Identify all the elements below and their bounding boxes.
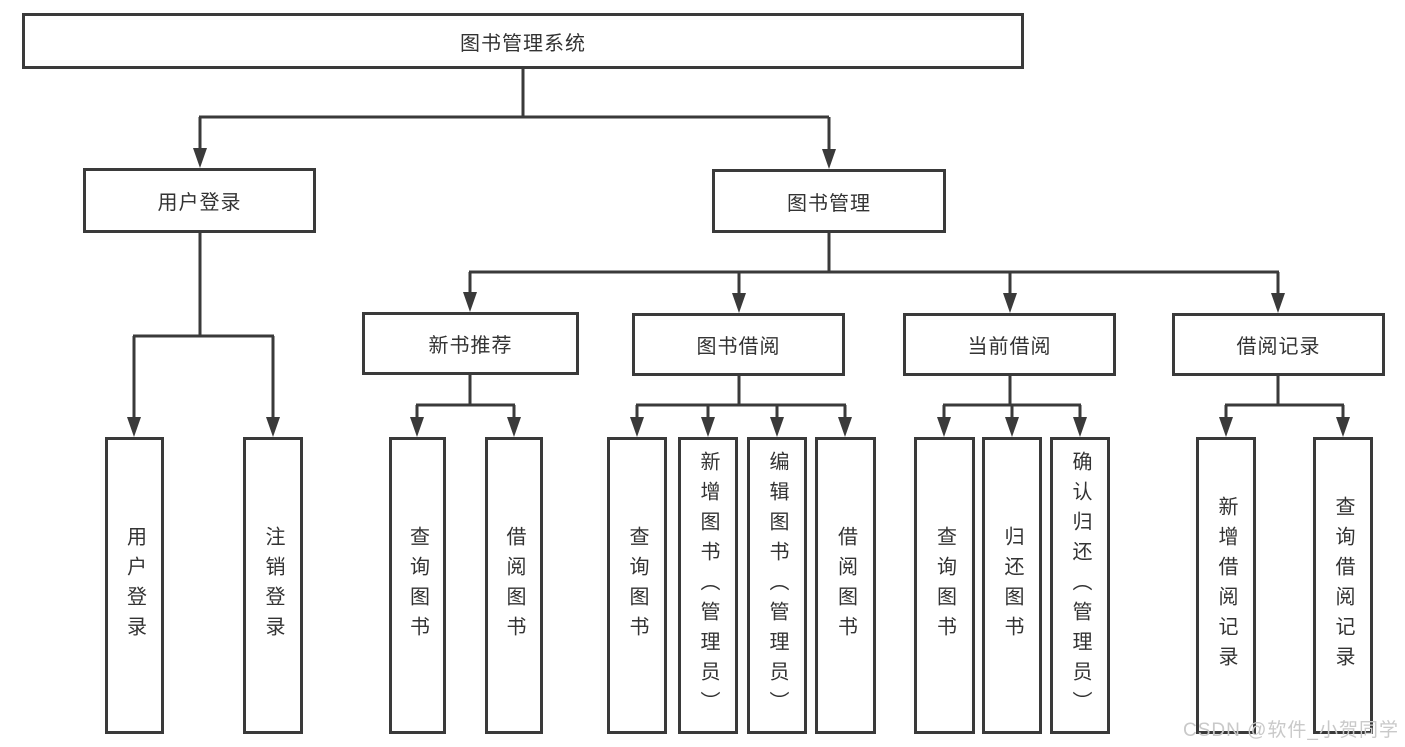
leaf-recommend-borrow-book-label: 借阅图书	[503, 525, 525, 646]
leaf-borrow-edit-book-admin-label: 编辑图书（管理员）	[766, 450, 788, 721]
node-root-label: 图书管理系统	[460, 32, 586, 55]
node-current-borrow: 当前借阅	[903, 313, 1116, 376]
leaf-borrow-query-book: 查询图书	[607, 437, 667, 734]
leaf-borrow-query-book-label: 查询图书	[626, 525, 648, 646]
node-book-management: 图书管理	[712, 169, 946, 233]
leaf-borrow-borrow-book: 借阅图书	[815, 437, 876, 734]
node-root: 图书管理系统	[22, 13, 1024, 69]
leaf-logout-login: 注销登录	[243, 437, 303, 734]
leaf-current-query-book: 查询图书	[914, 437, 975, 734]
leaf-record-add-borrow-record-label: 新增借阅记录	[1215, 495, 1237, 676]
leaf-recommend-query-book-label: 查询图书	[406, 525, 429, 646]
leaf-recommend-query-book: 查询图书	[389, 437, 446, 734]
node-user-login-label: 用户登录	[157, 192, 242, 214]
leaf-borrow-add-book-admin: 新增图书（管理员）	[678, 437, 738, 734]
leaf-recommend-borrow-book: 借阅图书	[485, 437, 543, 734]
leaf-borrow-add-book-admin-label: 新增图书（管理员）	[697, 450, 719, 721]
leaf-current-confirm-return-admin-label: 确认归还（管理员）	[1069, 450, 1091, 721]
leaf-logout-login-label: 注销登录	[262, 525, 284, 646]
leaf-current-query-book-label: 查询图书	[933, 525, 956, 646]
node-current-borrow-label: 当前借阅	[967, 336, 1052, 358]
node-borrow-record: 借阅记录	[1172, 313, 1385, 376]
leaf-record-query-borrow-record-label: 查询借阅记录	[1332, 495, 1354, 676]
node-new-book-recommend-label: 新书推荐	[428, 335, 513, 357]
leaf-borrow-edit-book-admin: 编辑图书（管理员）	[747, 437, 807, 734]
node-borrow-record-label: 借阅记录	[1236, 336, 1321, 358]
node-user-login: 用户登录	[83, 168, 316, 233]
node-book-management-label: 图书管理	[787, 192, 871, 215]
leaf-current-return-book: 归还图书	[982, 437, 1042, 734]
node-book-borrow: 图书借阅	[632, 313, 845, 376]
leaf-current-return-book-label: 归还图书	[1001, 525, 1023, 646]
csdn-watermark: CSDN @软件_小贺同学	[1183, 720, 1399, 741]
leaf-user-login: 用户登录	[105, 437, 164, 734]
leaf-user-login-label: 用户登录	[123, 525, 146, 646]
node-book-borrow-label: 图书借阅	[696, 336, 781, 358]
node-new-book-recommend: 新书推荐	[362, 312, 579, 375]
leaf-record-query-borrow-record: 查询借阅记录	[1313, 437, 1373, 734]
leaf-record-add-borrow-record: 新增借阅记录	[1196, 437, 1256, 734]
leaf-current-confirm-return-admin: 确认归还（管理员）	[1050, 437, 1110, 734]
leaf-borrow-borrow-book-label: 借阅图书	[834, 525, 857, 646]
